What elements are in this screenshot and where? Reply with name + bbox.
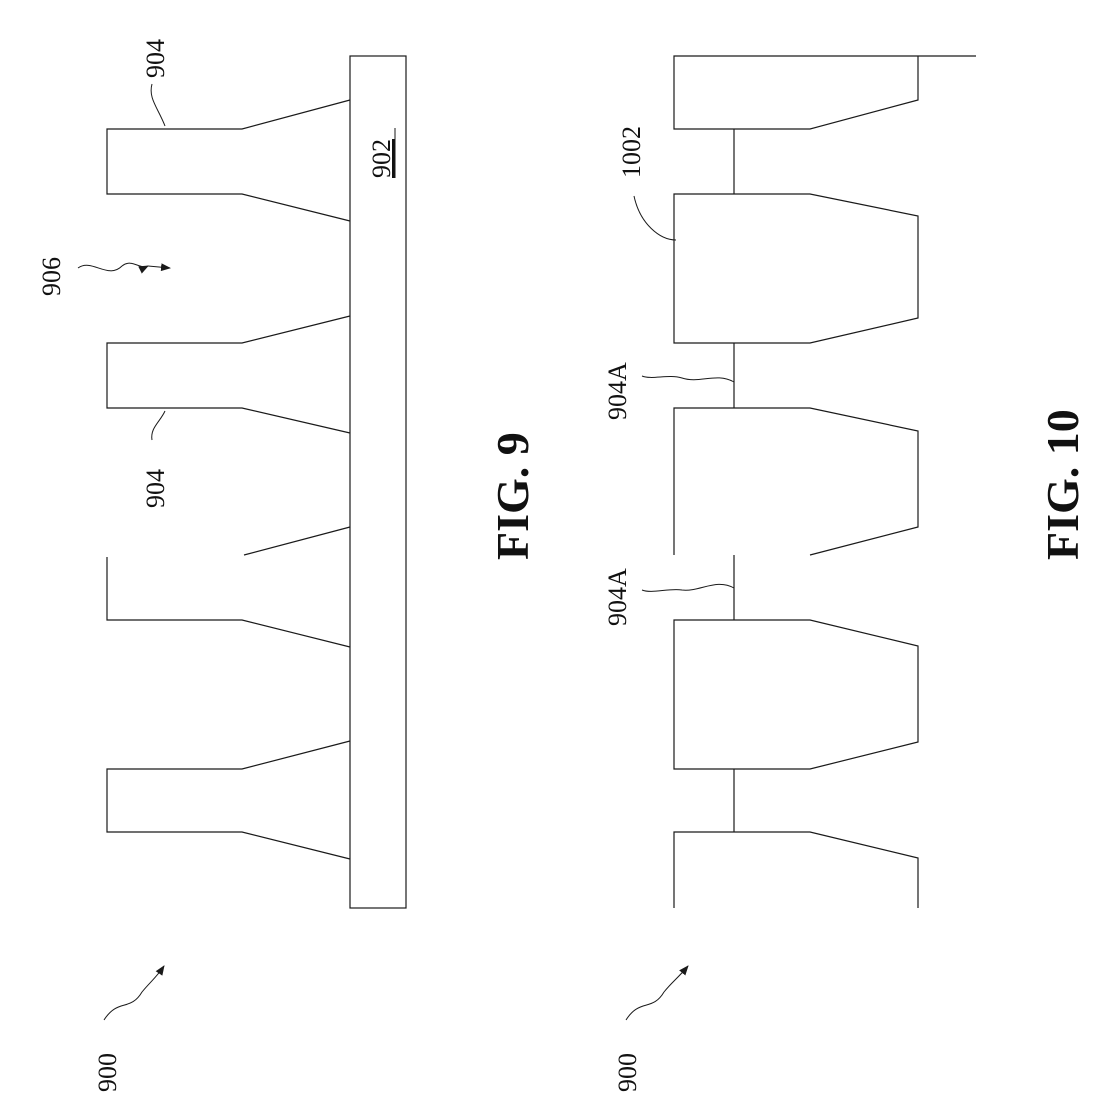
fig9-label-904-top: 904 bbox=[141, 39, 170, 78]
fig9-label-900: 900 bbox=[93, 1053, 122, 1092]
fig10-label-900: 900 bbox=[613, 1053, 642, 1092]
fig10-caption: FIG. 10 bbox=[1037, 409, 1088, 560]
fig10-label-904a-upper: 904A bbox=[603, 362, 632, 420]
fig9-label-902: 902 bbox=[367, 139, 396, 178]
fig9-caption: FIG. 9 bbox=[487, 432, 538, 560]
fig9-substrate-902 bbox=[350, 56, 406, 908]
fig10-block-1 bbox=[674, 56, 976, 129]
fig9-arrow-906 bbox=[148, 266, 170, 268]
fig10-block-1002 bbox=[674, 194, 918, 343]
fig9-feature-3 bbox=[244, 527, 350, 555]
fig9-leader-904-top bbox=[151, 84, 165, 126]
fig9-leader-906 bbox=[78, 263, 148, 271]
fig10-diagram bbox=[626, 56, 976, 1020]
fig10-block-5 bbox=[674, 832, 918, 908]
fig9-leader-904-mid bbox=[152, 411, 165, 440]
fig10-leader-904a-lower bbox=[642, 584, 734, 591]
fig10-label-904a-lower: 904A bbox=[603, 568, 632, 626]
fig10-block-4 bbox=[674, 620, 918, 769]
fig9-feature-2 bbox=[107, 316, 350, 433]
fig10-leader-900 bbox=[626, 966, 688, 1020]
fig9-leader-900 bbox=[104, 966, 164, 1020]
fig9-feature-1 bbox=[107, 100, 350, 221]
fig10-leader-1002 bbox=[634, 196, 676, 240]
fig9-feature-3-lower bbox=[107, 557, 350, 647]
fig10-block-3 bbox=[674, 408, 918, 555]
fig9-feature-4 bbox=[107, 741, 350, 859]
fig9-label-906: 906 bbox=[37, 257, 66, 296]
fig9-label-904-mid: 904 bbox=[141, 469, 170, 508]
fig10-leader-904a-upper bbox=[642, 376, 734, 382]
fig9-diagram bbox=[78, 56, 406, 1020]
fig10-label-1002: 1002 bbox=[617, 126, 646, 178]
